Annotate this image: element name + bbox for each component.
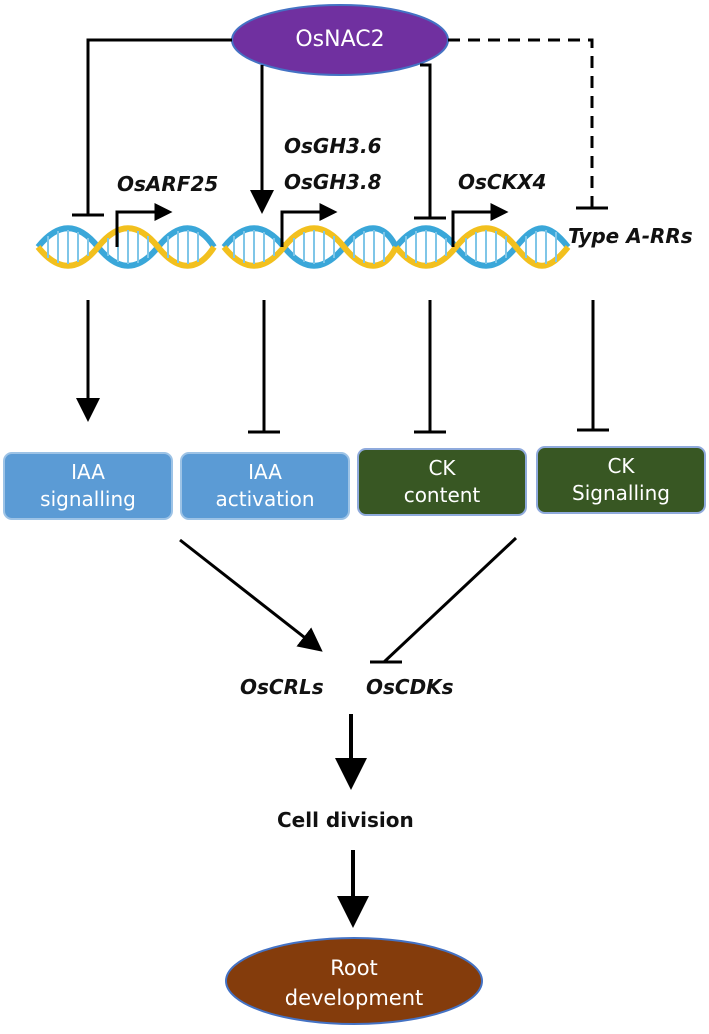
process-line2: content <box>403 483 481 507</box>
edge-ck-to-oscdks <box>382 536 518 664</box>
edge-osnac2-to-osarf25 <box>86 38 232 215</box>
process-ck-signalling: CK Signalling <box>536 446 706 514</box>
process-ck-content: CK content <box>357 448 527 516</box>
dna-icon-3 <box>393 225 571 269</box>
target-oscrls: OsCRLs <box>240 675 324 699</box>
process-line1: IAA <box>71 460 105 484</box>
outcome-line2: development <box>284 986 424 1011</box>
promoter-arrow-icon-2 <box>280 203 338 247</box>
root-development-label: Root development <box>254 953 454 1014</box>
promoter-arrow-icon-1 <box>115 203 173 247</box>
dna-icon-2 <box>221 225 399 269</box>
edge-osnac2-to-type-a-rrs <box>448 38 594 208</box>
promoter-arrow-icon-3 <box>451 203 509 247</box>
gene-osarf25: OsARF25 <box>117 172 219 196</box>
outcome-line1: Root <box>330 956 378 980</box>
process-line1: CK <box>607 454 635 478</box>
process-iaa-signalling: IAA signalling <box>3 452 173 520</box>
gene-osckx4: OsCKX4 <box>458 170 547 194</box>
process-line2: signalling <box>40 487 136 511</box>
process-line1: IAA <box>248 460 282 484</box>
process-line2: activation <box>215 487 315 511</box>
cell-division-label: Cell division <box>277 808 414 832</box>
osnac2-label: OsNAC2 <box>295 27 385 52</box>
gene-type-a-rrs: Type A-RRs <box>568 224 693 248</box>
process-line2: Signalling <box>572 481 670 505</box>
edge-iaa-to-oscrls <box>179 538 323 652</box>
process-line1: CK <box>428 456 456 480</box>
edge-osnac2-to-osckx4 <box>420 63 432 218</box>
process-iaa-activation: IAA activation <box>180 452 350 520</box>
gene-osgh36: OsGH3.6 <box>284 134 382 158</box>
gene-osgh38: OsGH3.8 <box>284 170 382 194</box>
target-oscdks: OsCDKs <box>366 675 454 699</box>
root-development-node <box>225 937 483 1025</box>
dna-icon-1 <box>35 225 217 269</box>
